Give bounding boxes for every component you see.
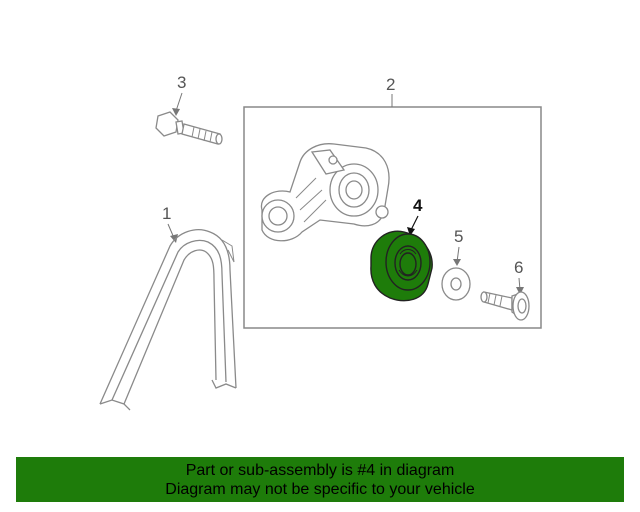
callout-1-arrowhead xyxy=(170,234,178,243)
washer-part xyxy=(441,267,471,301)
banner-line-1: Part or sub-assembly is #4 in diagram xyxy=(185,462,455,479)
callout-3-arrowhead xyxy=(172,108,180,116)
exploded-parts-diagram: 2 3 1 xyxy=(99,73,542,411)
callout-3-leader xyxy=(175,92,183,112)
tensioner-body xyxy=(260,143,390,242)
callout-1-label: 1 xyxy=(162,204,171,223)
callout-2-label: 2 xyxy=(386,75,395,94)
idler-pulley-part xyxy=(370,230,433,302)
callout-5-label: 5 xyxy=(454,227,463,246)
callout-4-arrowhead xyxy=(407,227,415,236)
callout-6-label: 6 xyxy=(514,258,523,277)
pulley-bolt-part xyxy=(480,291,530,321)
callout-5-arrowhead xyxy=(453,259,461,266)
banner-line-2: Diagram may not be specific to your vehi… xyxy=(165,481,475,498)
callout-4-label: 4 xyxy=(413,196,423,215)
part-notice-banner: Part or sub-assembly is #4 in diagram Di… xyxy=(16,457,624,502)
drive-belt-part xyxy=(99,229,237,411)
bolt-part xyxy=(155,111,223,145)
callout-6-arrowhead xyxy=(516,287,524,295)
callout-3-label: 3 xyxy=(177,73,186,92)
callout-4-leader xyxy=(410,215,419,231)
